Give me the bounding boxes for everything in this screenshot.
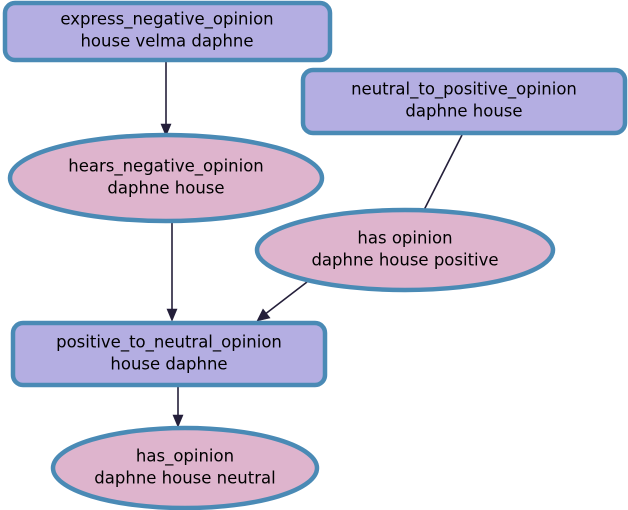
node-box-shape[interactable]	[2, 0, 333, 63]
node-ellipse-shape[interactable]	[50, 425, 320, 510]
arrowhead-icon	[256, 308, 271, 322]
node-box-shape[interactable]	[10, 320, 328, 388]
node-neutral-to-positive-opinion[interactable]: neutral_to_positive_opinion daphne house	[300, 67, 628, 136]
node-express-negative-opinion[interactable]: express_negative_opinion house velma dap…	[2, 0, 333, 63]
arrowhead-icon	[172, 414, 184, 428]
edge-has-positive-to-positive-to-neutral	[256, 281, 308, 322]
node-has-opinion-neutral[interactable]: has_opinion daphne house neutral	[50, 425, 320, 510]
edge-line	[421, 134, 463, 215]
node-ellipse-shape[interactable]	[254, 207, 556, 293]
node-ellipse-shape[interactable]	[7, 132, 325, 224]
edge-express-to-hears	[160, 61, 172, 137]
edge-line	[263, 281, 308, 316]
node-box-shape[interactable]	[300, 67, 628, 136]
node-hears-negative-opinion[interactable]: hears_negative_opinion daphne house	[7, 132, 325, 224]
arrowhead-icon	[166, 308, 178, 322]
node-has-opinion-positive[interactable]: has opinion daphne house positive	[254, 207, 556, 293]
node-positive-to-neutral-opinion[interactable]: positive_to_neutral_opinion house daphne	[10, 320, 328, 388]
arrowhead-icon	[160, 123, 172, 137]
edge-hears-to-positive-to-neutral	[166, 222, 178, 322]
edge-positive-to-neutral-to-has-neutral	[172, 386, 184, 428]
